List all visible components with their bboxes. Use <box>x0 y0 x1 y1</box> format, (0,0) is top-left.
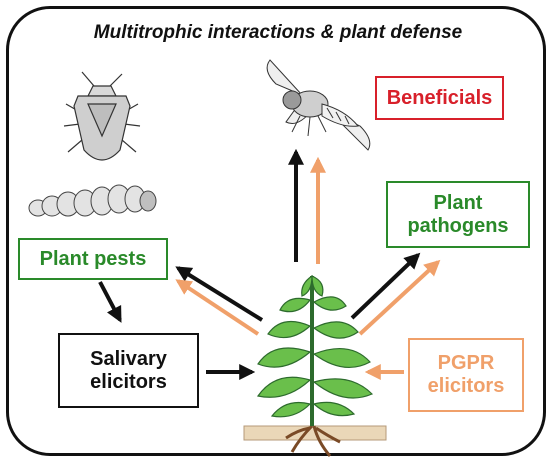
diagram-frame <box>6 6 546 456</box>
arrow-plant-to-pests-orange <box>175 279 260 336</box>
arrow-plant-to-pathogens-orange <box>358 259 441 336</box>
stink-bug-icon <box>63 71 141 161</box>
arrow-plant-to-pests-black <box>175 266 264 322</box>
arrow-pests-to-salivary <box>98 281 122 323</box>
beneficials-box: Beneficials <box>375 76 504 120</box>
salivary-elicitors-box: Salivary elicitors <box>58 333 199 408</box>
plant-icon <box>243 274 387 457</box>
plant-pests-box: Plant pests <box>18 238 168 280</box>
hoverfly-icon <box>266 59 371 151</box>
diagram-title: Multitrophic interactions & plant defens… <box>93 22 463 43</box>
pgpr-elicitors-box: PGPR elicitors <box>408 338 524 412</box>
plant-pathogens-box: Plant pathogens <box>386 181 530 248</box>
arrow-plant-to-pathogens-black <box>350 252 421 320</box>
caterpillar-icon <box>28 184 157 217</box>
